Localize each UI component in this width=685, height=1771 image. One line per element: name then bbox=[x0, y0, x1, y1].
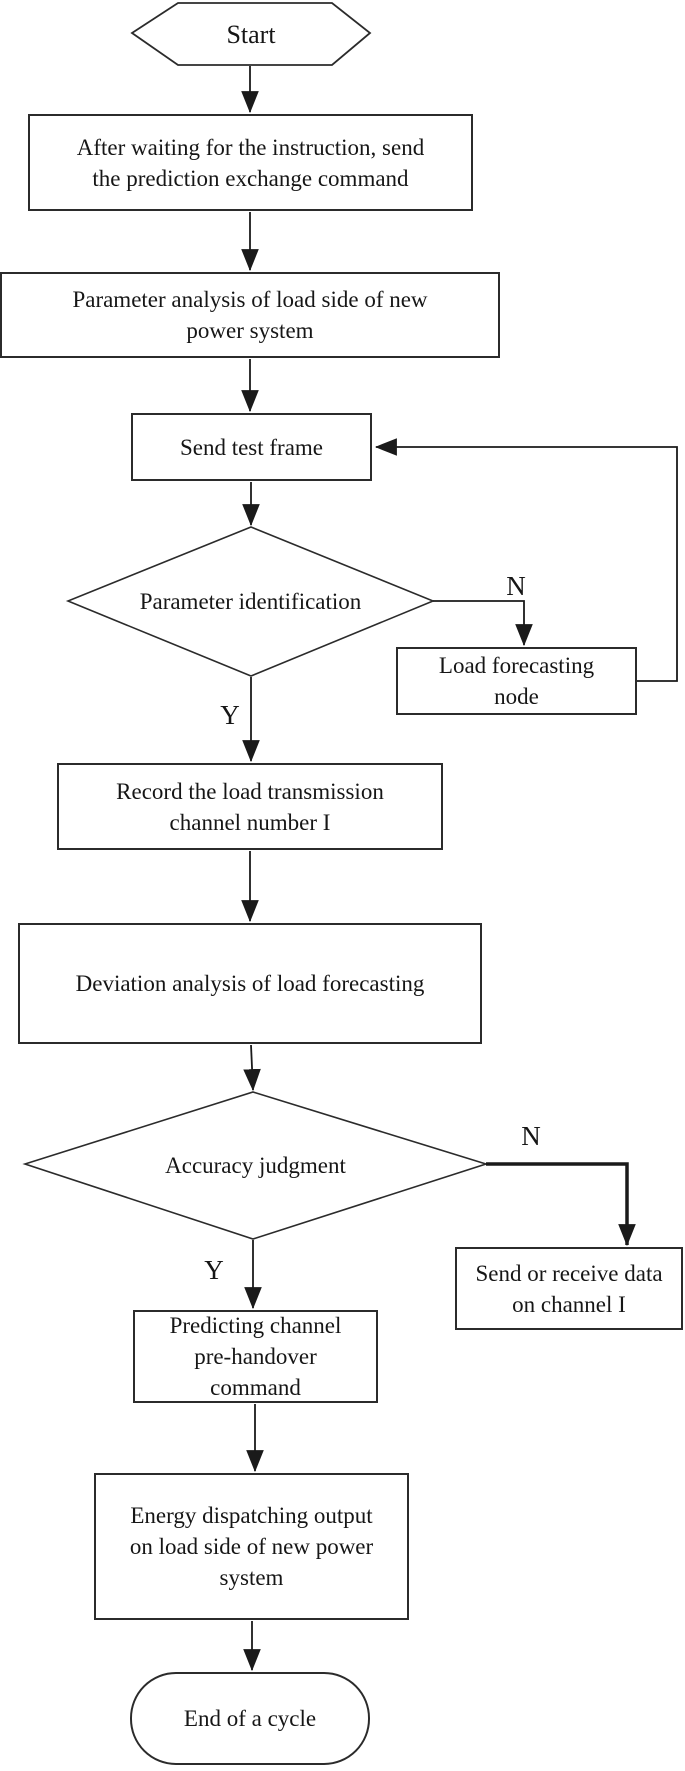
node-start-label: Start bbox=[226, 19, 276, 49]
node-start: Start bbox=[132, 3, 370, 65]
branch-label-parameter-identification-yes: Y bbox=[220, 699, 240, 730]
node-parameter-identification: Parameter identification bbox=[68, 527, 433, 676]
arrow-accuracy-judgment-no-branch bbox=[486, 1162, 636, 1247]
branch-label-parameter-identification-no: N bbox=[506, 570, 526, 601]
node-predicting-channel: Predicting channel pre-handover command bbox=[133, 1310, 378, 1403]
node-record-channel-label: Record the load transmission channel num… bbox=[116, 778, 384, 835]
parameter-identification-diamond-shape bbox=[65, 526, 436, 677]
node-accuracy-judgment-label: Accuracy judgment bbox=[165, 1153, 346, 1178]
node-after-waiting: After waiting for the instruction, send … bbox=[28, 114, 473, 211]
node-send-test-frame-label: Send test frame bbox=[179, 434, 324, 460]
node-send-receive-data: Send or receive data on channel I bbox=[455, 1247, 683, 1330]
node-energy-dispatching-label: Energy dispatching output on load side o… bbox=[129, 1503, 374, 1590]
node-load-forecasting: Load forecasting node bbox=[396, 647, 637, 715]
node-accuracy-judgment: Accuracy judgment bbox=[25, 1092, 486, 1239]
branch-label-accuracy-judgment-no: N bbox=[521, 1120, 541, 1151]
start-hexagon-shape bbox=[130, 2, 372, 66]
branch-label-accuracy-judgment-yes: Y bbox=[204, 1254, 224, 1285]
accuracy-judgment-diamond-shape bbox=[22, 1091, 489, 1240]
arrow-deviation-to-accuracy-judgment bbox=[243, 1044, 261, 1092]
node-energy-dispatching: Energy dispatching output on load side o… bbox=[94, 1473, 409, 1620]
node-send-receive-data-label: Send or receive data on channel I bbox=[475, 1260, 663, 1317]
arrow-parameter-identification-no-branch bbox=[433, 600, 533, 647]
node-parameter-identification-label: Parameter identification bbox=[139, 589, 362, 614]
node-after-waiting-label: After waiting for the instruction, send … bbox=[76, 134, 425, 191]
node-record-channel: Record the load transmission channel num… bbox=[57, 763, 443, 850]
node-deviation-analysis-label: Deviation analysis of load forecasting bbox=[75, 971, 425, 996]
node-parameter-analysis-label: Parameter analysis of load side of new p… bbox=[72, 287, 428, 343]
node-end-cycle: End of a cycle bbox=[130, 1672, 370, 1765]
node-end-cycle-label: End of a cycle bbox=[183, 1706, 317, 1731]
node-predicting-channel-label: Predicting channel pre-handover command bbox=[169, 1313, 342, 1400]
arrow-load-forecasting-loop-back bbox=[374, 438, 678, 682]
node-parameter-analysis: Parameter analysis of load side of new p… bbox=[0, 272, 500, 358]
node-deviation-analysis: Deviation analysis of load forecasting bbox=[18, 923, 482, 1044]
node-send-test-frame: Send test frame bbox=[131, 413, 372, 481]
node-load-forecasting-label: Load forecasting node bbox=[438, 653, 595, 709]
